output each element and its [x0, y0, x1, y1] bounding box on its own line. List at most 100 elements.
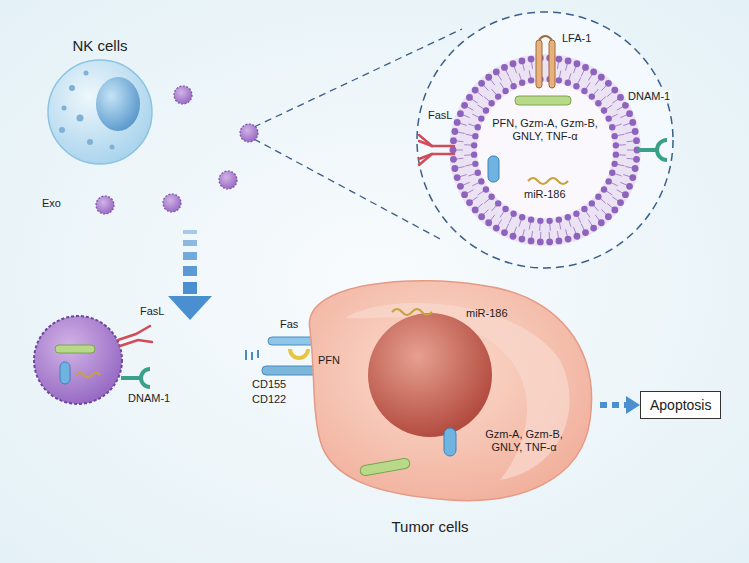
nk-cell-outline: [40, 35, 160, 170]
lipid-tail: [456, 158, 463, 160]
lipid-tail: [557, 62, 558, 69]
lipid-tail: [456, 150, 463, 151]
lipid-tail: [498, 74, 502, 80]
lipid-tail: [569, 220, 571, 227]
lipid-tail: [618, 134, 625, 135]
lipid-head: [605, 80, 612, 87]
cargo-capsule: [488, 156, 499, 182]
tumor-receptors-part-part: [251, 352, 253, 360]
down-arrow-part: [183, 240, 197, 246]
down-arrow-part: [183, 266, 197, 276]
lipid-tail: [607, 92, 612, 97]
lipid-head: [519, 80, 525, 86]
lipid-head: [483, 186, 489, 192]
lipid-head: [590, 225, 597, 232]
nk-cell-outline-part-part: [62, 106, 67, 111]
lipid-tail: [559, 223, 560, 230]
lipid-head: [581, 206, 587, 212]
lipid-head: [454, 119, 461, 126]
lipid-tail: [466, 164, 473, 165]
zoom-links-part: [254, 139, 442, 240]
exo-label: Exo: [42, 197, 61, 210]
lipid-head: [478, 80, 485, 87]
lipid-head: [633, 137, 640, 144]
lipid-head: [472, 133, 478, 139]
zoom-links-part: [254, 29, 462, 127]
tumor-receptors-part: [246, 350, 258, 360]
zoom-exosome-part: [449, 54, 641, 246]
lipid-tail: [578, 77, 581, 83]
lipid-tail: [559, 71, 560, 78]
part-label: CD122: [252, 393, 286, 406]
lipid-tail: [595, 215, 599, 221]
down-arrow-part: [183, 230, 197, 234]
cell-label: Tumor cells: [300, 518, 560, 536]
lipid-tail: [529, 223, 530, 230]
lipid-head: [605, 115, 611, 121]
lipid-head: [472, 207, 479, 214]
lipid-head: [478, 213, 485, 220]
lipid-head: [574, 60, 581, 67]
lipid-tail: [566, 229, 568, 236]
nk-cell-outline-part-part: [87, 139, 93, 145]
bound-exosome-part: [76, 373, 100, 378]
lipid-head: [510, 83, 516, 89]
lipid-tail: [620, 182, 626, 185]
lipid-tail: [573, 227, 575, 234]
cargo-label: Gzm-A, Gzm-B, GNLY, TNF-α: [474, 428, 574, 454]
tumor-cell-outline-part: [444, 428, 456, 456]
bound-exosome-part: [34, 316, 122, 404]
lipid-tail: [472, 114, 478, 117]
lipid-tail: [463, 115, 469, 118]
lipid-head: [611, 133, 617, 139]
dnam1-receptor-part: [657, 140, 667, 160]
lipid-head: [629, 174, 636, 181]
lipid-tail: [478, 191, 484, 195]
lipid-head: [617, 94, 624, 101]
lfa1-receptor-part: [549, 40, 555, 88]
bound-exosome-part: [60, 362, 70, 384]
bound-exosome-part: [121, 376, 140, 380]
lipid-head: [573, 83, 579, 89]
lipid-tail: [627, 140, 634, 142]
fasl-ligand-part: [419, 154, 454, 165]
lipid-head: [582, 229, 589, 236]
lipid-tail: [627, 150, 634, 151]
tumor-cell-outline-part: [392, 309, 432, 315]
lipid-head: [598, 219, 605, 226]
lfa1-receptor-part: [536, 40, 542, 88]
lipid-head: [537, 218, 543, 224]
lipid-head: [461, 102, 468, 109]
lipid-head: [510, 60, 517, 67]
cell-label: NK cells: [40, 37, 160, 55]
tumor-cell: Tumor cells: [300, 278, 600, 546]
lipid-tail: [519, 73, 521, 80]
lipid-tail: [491, 215, 495, 221]
lipid-head: [450, 137, 457, 144]
lipid-head: [565, 58, 572, 65]
lipid-tail: [586, 83, 590, 89]
lipid-tail: [588, 220, 592, 226]
part-label: DNAM-1: [128, 392, 170, 405]
lipid-head: [626, 110, 633, 117]
bound-exosome-part: [141, 369, 150, 387]
part-label: PFN: [318, 354, 340, 367]
lipid-head: [493, 225, 500, 232]
lipid-tail: [615, 174, 622, 176]
lipid-head: [556, 216, 562, 222]
lipid-tail: [506, 224, 509, 230]
lipid-tail: [627, 158, 634, 160]
lipid-tail: [478, 105, 484, 109]
lipid-tail: [456, 140, 463, 142]
lipid-head: [466, 94, 473, 101]
dnam1-receptor: [637, 140, 667, 160]
lipid-head: [501, 229, 508, 236]
lipid-head: [537, 238, 544, 245]
lipid-head: [457, 110, 464, 117]
lipid-tail: [601, 209, 606, 214]
lipid-head: [632, 128, 639, 135]
lipid-head: [485, 74, 492, 81]
lipid-tail: [540, 232, 541, 239]
lipid-head: [629, 119, 636, 126]
